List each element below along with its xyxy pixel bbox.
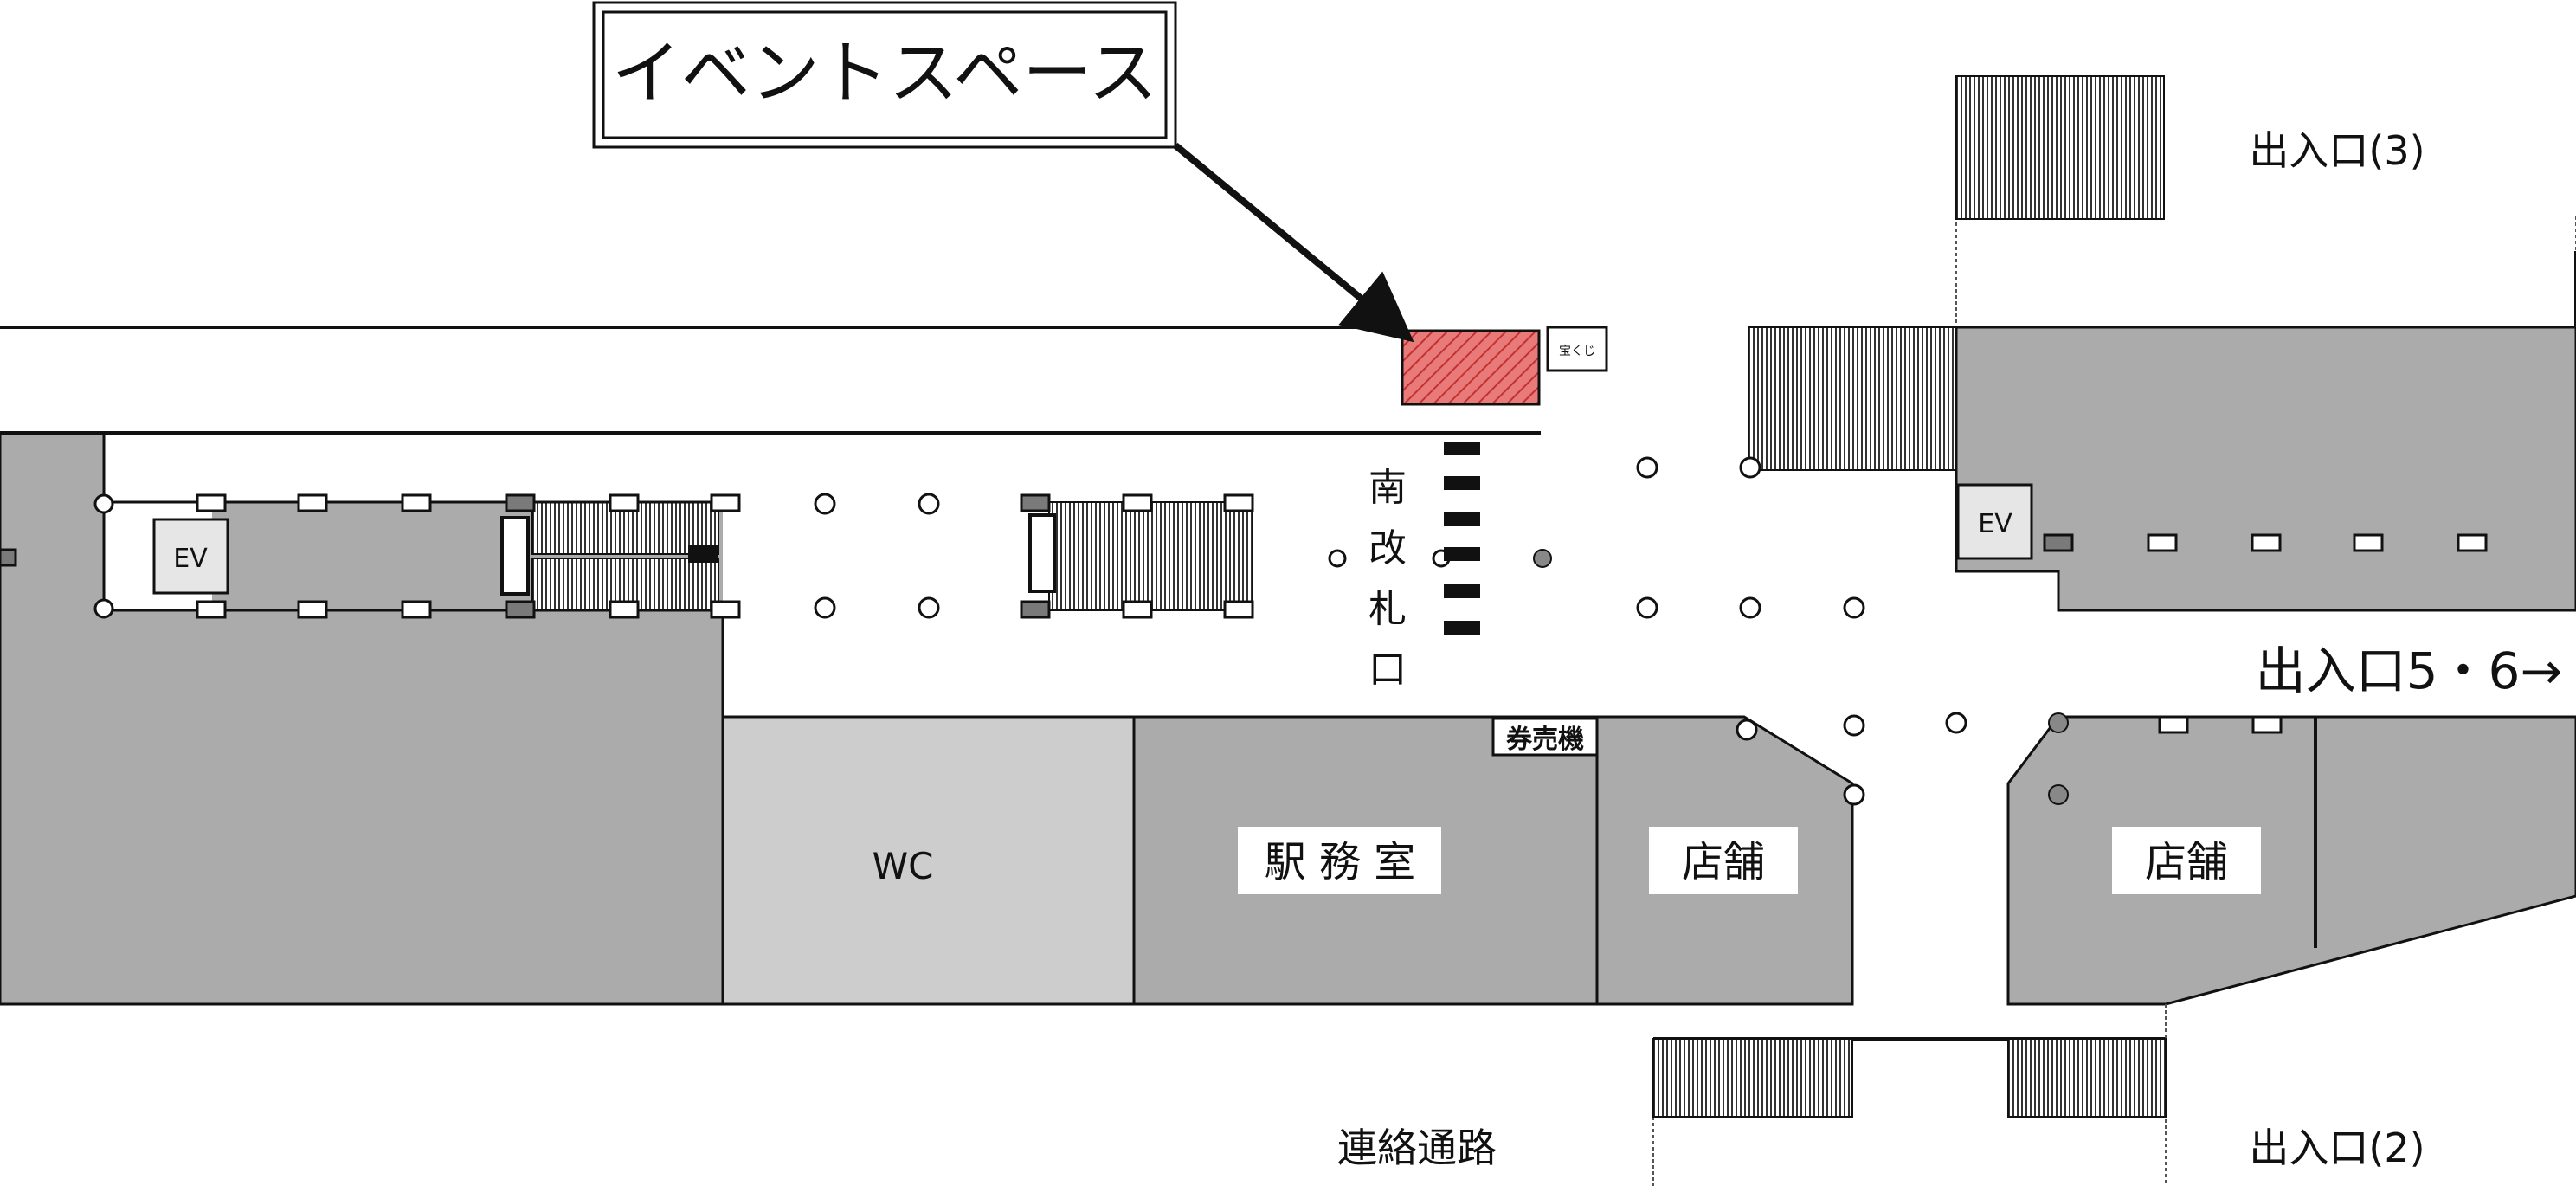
shop-right-label: 店舗 — [2145, 838, 2228, 886]
wc-label: WC — [873, 845, 934, 887]
station-office-label: 駅 務 室 — [1265, 838, 1416, 886]
svg-text:口: 口 — [1368, 648, 1407, 692]
ticket-machine-box — [1491, 717, 1599, 757]
east-lower-block — [2006, 715, 2576, 1006]
shop-left-label: 店舗 — [1682, 838, 1765, 886]
stairs-exit2-right — [2007, 1038, 2167, 1118]
stairs-platform-right — [1048, 501, 1253, 611]
exit-2-label: 出入口(2) — [2249, 1125, 2425, 1171]
connecting-passage-label: 連絡通路 — [1337, 1125, 1497, 1171]
ticket-machine-label: 券売機 — [1506, 725, 1584, 755]
svg-text:札: 札 — [1368, 587, 1407, 631]
gray-benches — [0, 493, 2074, 619]
event-space-area — [1401, 329, 1541, 406]
elevator-right — [1956, 483, 2033, 560]
pillars — [93, 456, 1967, 806]
elevator-left — [152, 518, 229, 595]
callout-arrow — [1173, 142, 1414, 343]
elevator-left-label: EV — [173, 544, 208, 574]
shop-right-label-bg — [2112, 827, 2261, 894]
east-upper-block — [1955, 326, 2576, 612]
event-space-callout-text: イベントスペース — [612, 33, 1157, 113]
south-gate-label: 南 改 札 口 — [1368, 466, 1407, 692]
exit-5-6-label: 出入口5・6→ — [2256, 641, 2562, 700]
svg-text:改: 改 — [1368, 526, 1407, 570]
ticket-gates — [1444, 442, 1480, 635]
exit-3-label: 出入口(3) — [2249, 127, 2425, 174]
event-space-callout-inner — [602, 10, 1168, 139]
shop-left-label-bg — [1649, 827, 1798, 894]
wc-block — [721, 715, 1136, 1006]
lottery-label: 宝くじ — [1559, 345, 1595, 358]
stairs-exit3 — [1955, 75, 2165, 220]
lottery-kiosk — [1546, 326, 1608, 372]
gray-pillars — [1533, 549, 2069, 805]
wall-areas — [0, 326, 2576, 1006]
elevator-right-label: EV — [1978, 509, 2012, 539]
stairs-upper-mid — [1748, 326, 1957, 471]
station-office-label-bg — [1238, 827, 1441, 894]
svg-text:南: 南 — [1368, 466, 1407, 510]
benches — [196, 493, 2488, 734]
stairs-exit2-left — [1652, 1038, 1853, 1118]
